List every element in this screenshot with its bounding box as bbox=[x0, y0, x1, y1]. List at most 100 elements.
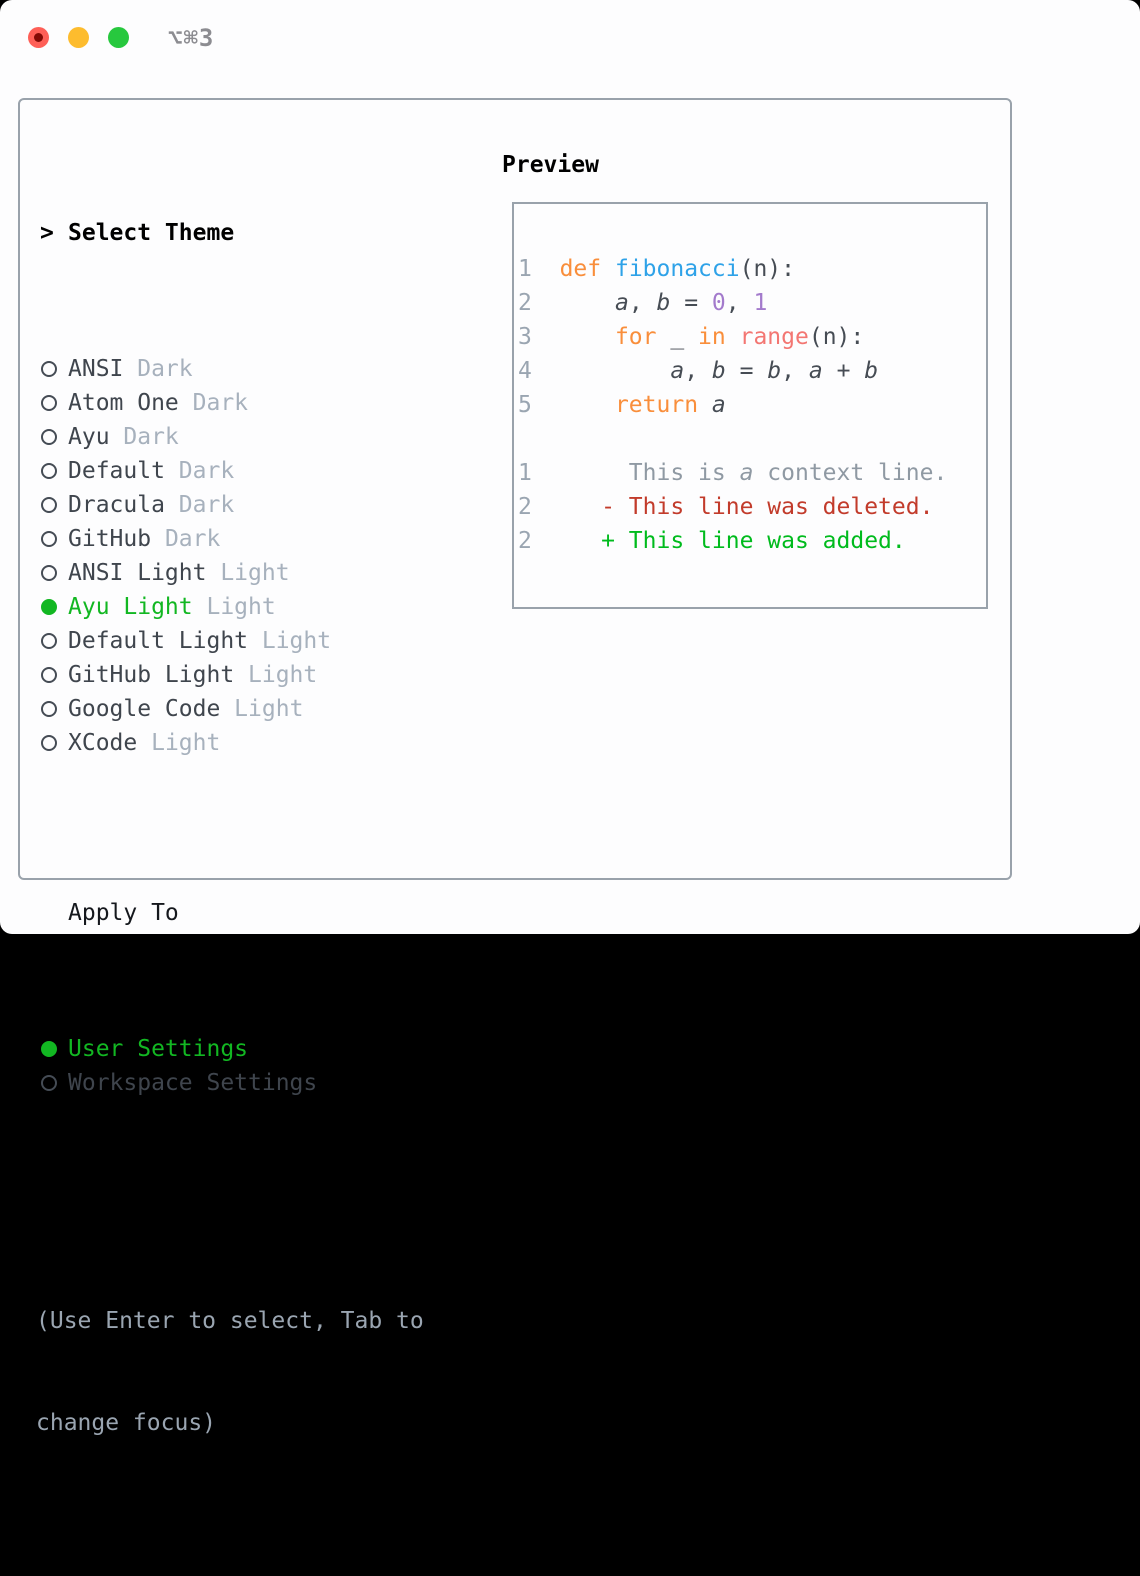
theme-option-ayu[interactable]: Ayu Dark bbox=[40, 420, 424, 454]
radio-circle bbox=[41, 599, 57, 615]
radio-circle bbox=[41, 735, 57, 751]
theme-variant-tag: Dark bbox=[151, 526, 221, 552]
token-const: 1 bbox=[753, 290, 768, 316]
radio-circle bbox=[41, 701, 57, 717]
radio-circle bbox=[41, 463, 57, 479]
token-num: 4 bbox=[518, 358, 532, 384]
token-ctx bbox=[532, 460, 629, 486]
preview-line: 3 for _ in range(n): bbox=[518, 320, 986, 354]
theme-option-default-light[interactable]: Default Light Light bbox=[40, 624, 424, 658]
theme-variant-tag: Dark bbox=[164, 492, 235, 518]
preview-blank-line bbox=[518, 422, 986, 456]
titlebar: ⌥⌘3 bbox=[0, 0, 1140, 74]
apply-to-header: Apply To bbox=[40, 896, 424, 930]
theme-option-ansi[interactable]: ANSI Dark bbox=[40, 352, 424, 386]
token-plain: , bbox=[725, 290, 754, 316]
token-del bbox=[532, 494, 601, 520]
token-plain: (n): bbox=[808, 324, 865, 350]
hint-line-1: (Use Enter to select, Tab to bbox=[36, 1308, 424, 1334]
theme-name: Ayu bbox=[68, 424, 110, 450]
hint-line-2: change focus) bbox=[36, 1410, 217, 1436]
apply-option-workspace-settings[interactable]: Workspace Settings bbox=[40, 1066, 424, 1100]
token-var: b bbox=[864, 358, 879, 384]
token-num: 2 bbox=[518, 528, 532, 554]
focus-cursor-icon: > bbox=[40, 220, 54, 246]
preview-line: 5 return a bbox=[518, 388, 986, 422]
token-var: a bbox=[614, 290, 629, 316]
theme-name: Default Light bbox=[68, 628, 249, 654]
token-var: b bbox=[656, 290, 671, 316]
token-plain: , bbox=[684, 358, 712, 384]
theme-name: Google Code bbox=[68, 696, 221, 722]
select-theme-header: > Select Theme bbox=[40, 216, 424, 250]
apply-to-title: Apply To bbox=[68, 900, 179, 926]
radio-unselected-icon bbox=[40, 386, 68, 420]
theme-variant-tag: Light bbox=[220, 696, 304, 722]
theme-variant-tag: Light bbox=[137, 730, 221, 756]
theme-option-xcode[interactable]: XCode Light bbox=[40, 726, 424, 760]
minimize-button[interactable] bbox=[68, 27, 89, 48]
token-plain: _ bbox=[656, 324, 699, 350]
token-num: 3 bbox=[518, 324, 532, 350]
token-num: 1 bbox=[518, 460, 532, 486]
preview-title: Preview bbox=[502, 152, 599, 178]
theme-name: ANSI bbox=[68, 356, 124, 382]
maximize-button[interactable] bbox=[108, 27, 129, 48]
radio-circle bbox=[41, 429, 57, 445]
theme-name: XCode bbox=[68, 730, 138, 756]
close-button[interactable] bbox=[28, 27, 49, 48]
theme-name: ANSI Light bbox=[68, 560, 207, 586]
theme-name: Default bbox=[68, 458, 165, 484]
radio-circle bbox=[41, 1075, 57, 1091]
preview-line: 2 a, b = 0, 1 bbox=[518, 286, 986, 320]
theme-option-ayu-light[interactable]: Ayu Light Light bbox=[40, 590, 424, 624]
option-label: Workspace Settings bbox=[68, 1070, 318, 1096]
token-plain bbox=[698, 392, 712, 418]
radio-unselected-icon bbox=[40, 624, 68, 658]
token-plain bbox=[532, 256, 560, 282]
theme-variant-tag: Dark bbox=[123, 356, 193, 382]
token-ctxit: a bbox=[739, 460, 754, 486]
theme-name: GitHub Light bbox=[68, 662, 235, 688]
radio-unselected-icon bbox=[40, 556, 68, 590]
token-var: b bbox=[767, 358, 782, 384]
radio-unselected-icon bbox=[40, 352, 68, 386]
theme-option-atom-one[interactable]: Atom One Dark bbox=[40, 386, 424, 420]
theme-variant-tag: Dark bbox=[164, 458, 235, 484]
theme-option-ansi-light[interactable]: ANSI Light Light bbox=[40, 556, 424, 590]
token-num: 1 bbox=[518, 256, 532, 282]
token-plain bbox=[601, 256, 615, 282]
radio-unselected-icon bbox=[40, 522, 68, 556]
radio-circle bbox=[41, 531, 57, 547]
token-add: + This line was added. bbox=[601, 528, 906, 554]
apply-option-user-settings[interactable]: User Settings bbox=[40, 1032, 424, 1066]
token-plain: + bbox=[822, 358, 865, 384]
preview-line: 4 a, b = b, a + b bbox=[518, 354, 986, 388]
radio-unselected-icon bbox=[40, 692, 68, 726]
token-var: b bbox=[711, 358, 726, 384]
radio-circle bbox=[41, 361, 57, 377]
preview-line: 1 This is a context line. bbox=[518, 456, 986, 490]
token-plain: , bbox=[628, 290, 657, 316]
theme-option-github[interactable]: GitHub Dark bbox=[40, 522, 424, 556]
theme-option-dracula[interactable]: Dracula Dark bbox=[40, 488, 424, 522]
theme-option-google-code[interactable]: Google Code Light bbox=[40, 692, 424, 726]
theme-name: Ayu Light bbox=[68, 594, 193, 620]
theme-option-default[interactable]: Default Dark bbox=[40, 454, 424, 488]
radio-unselected-icon bbox=[40, 1066, 68, 1100]
radio-selected-icon bbox=[40, 1032, 68, 1066]
token-num: 5 bbox=[518, 392, 532, 418]
token-add bbox=[532, 528, 601, 554]
preview-line: 2 + This line was added. bbox=[518, 524, 986, 558]
window-title: ⌥⌘3 bbox=[168, 24, 215, 52]
token-special: range bbox=[739, 324, 809, 350]
preview-line: 1 def fibonacci(n): bbox=[518, 252, 986, 286]
theme-option-github-light[interactable]: GitHub Light Light bbox=[40, 658, 424, 692]
token-num: 2 bbox=[518, 290, 532, 316]
